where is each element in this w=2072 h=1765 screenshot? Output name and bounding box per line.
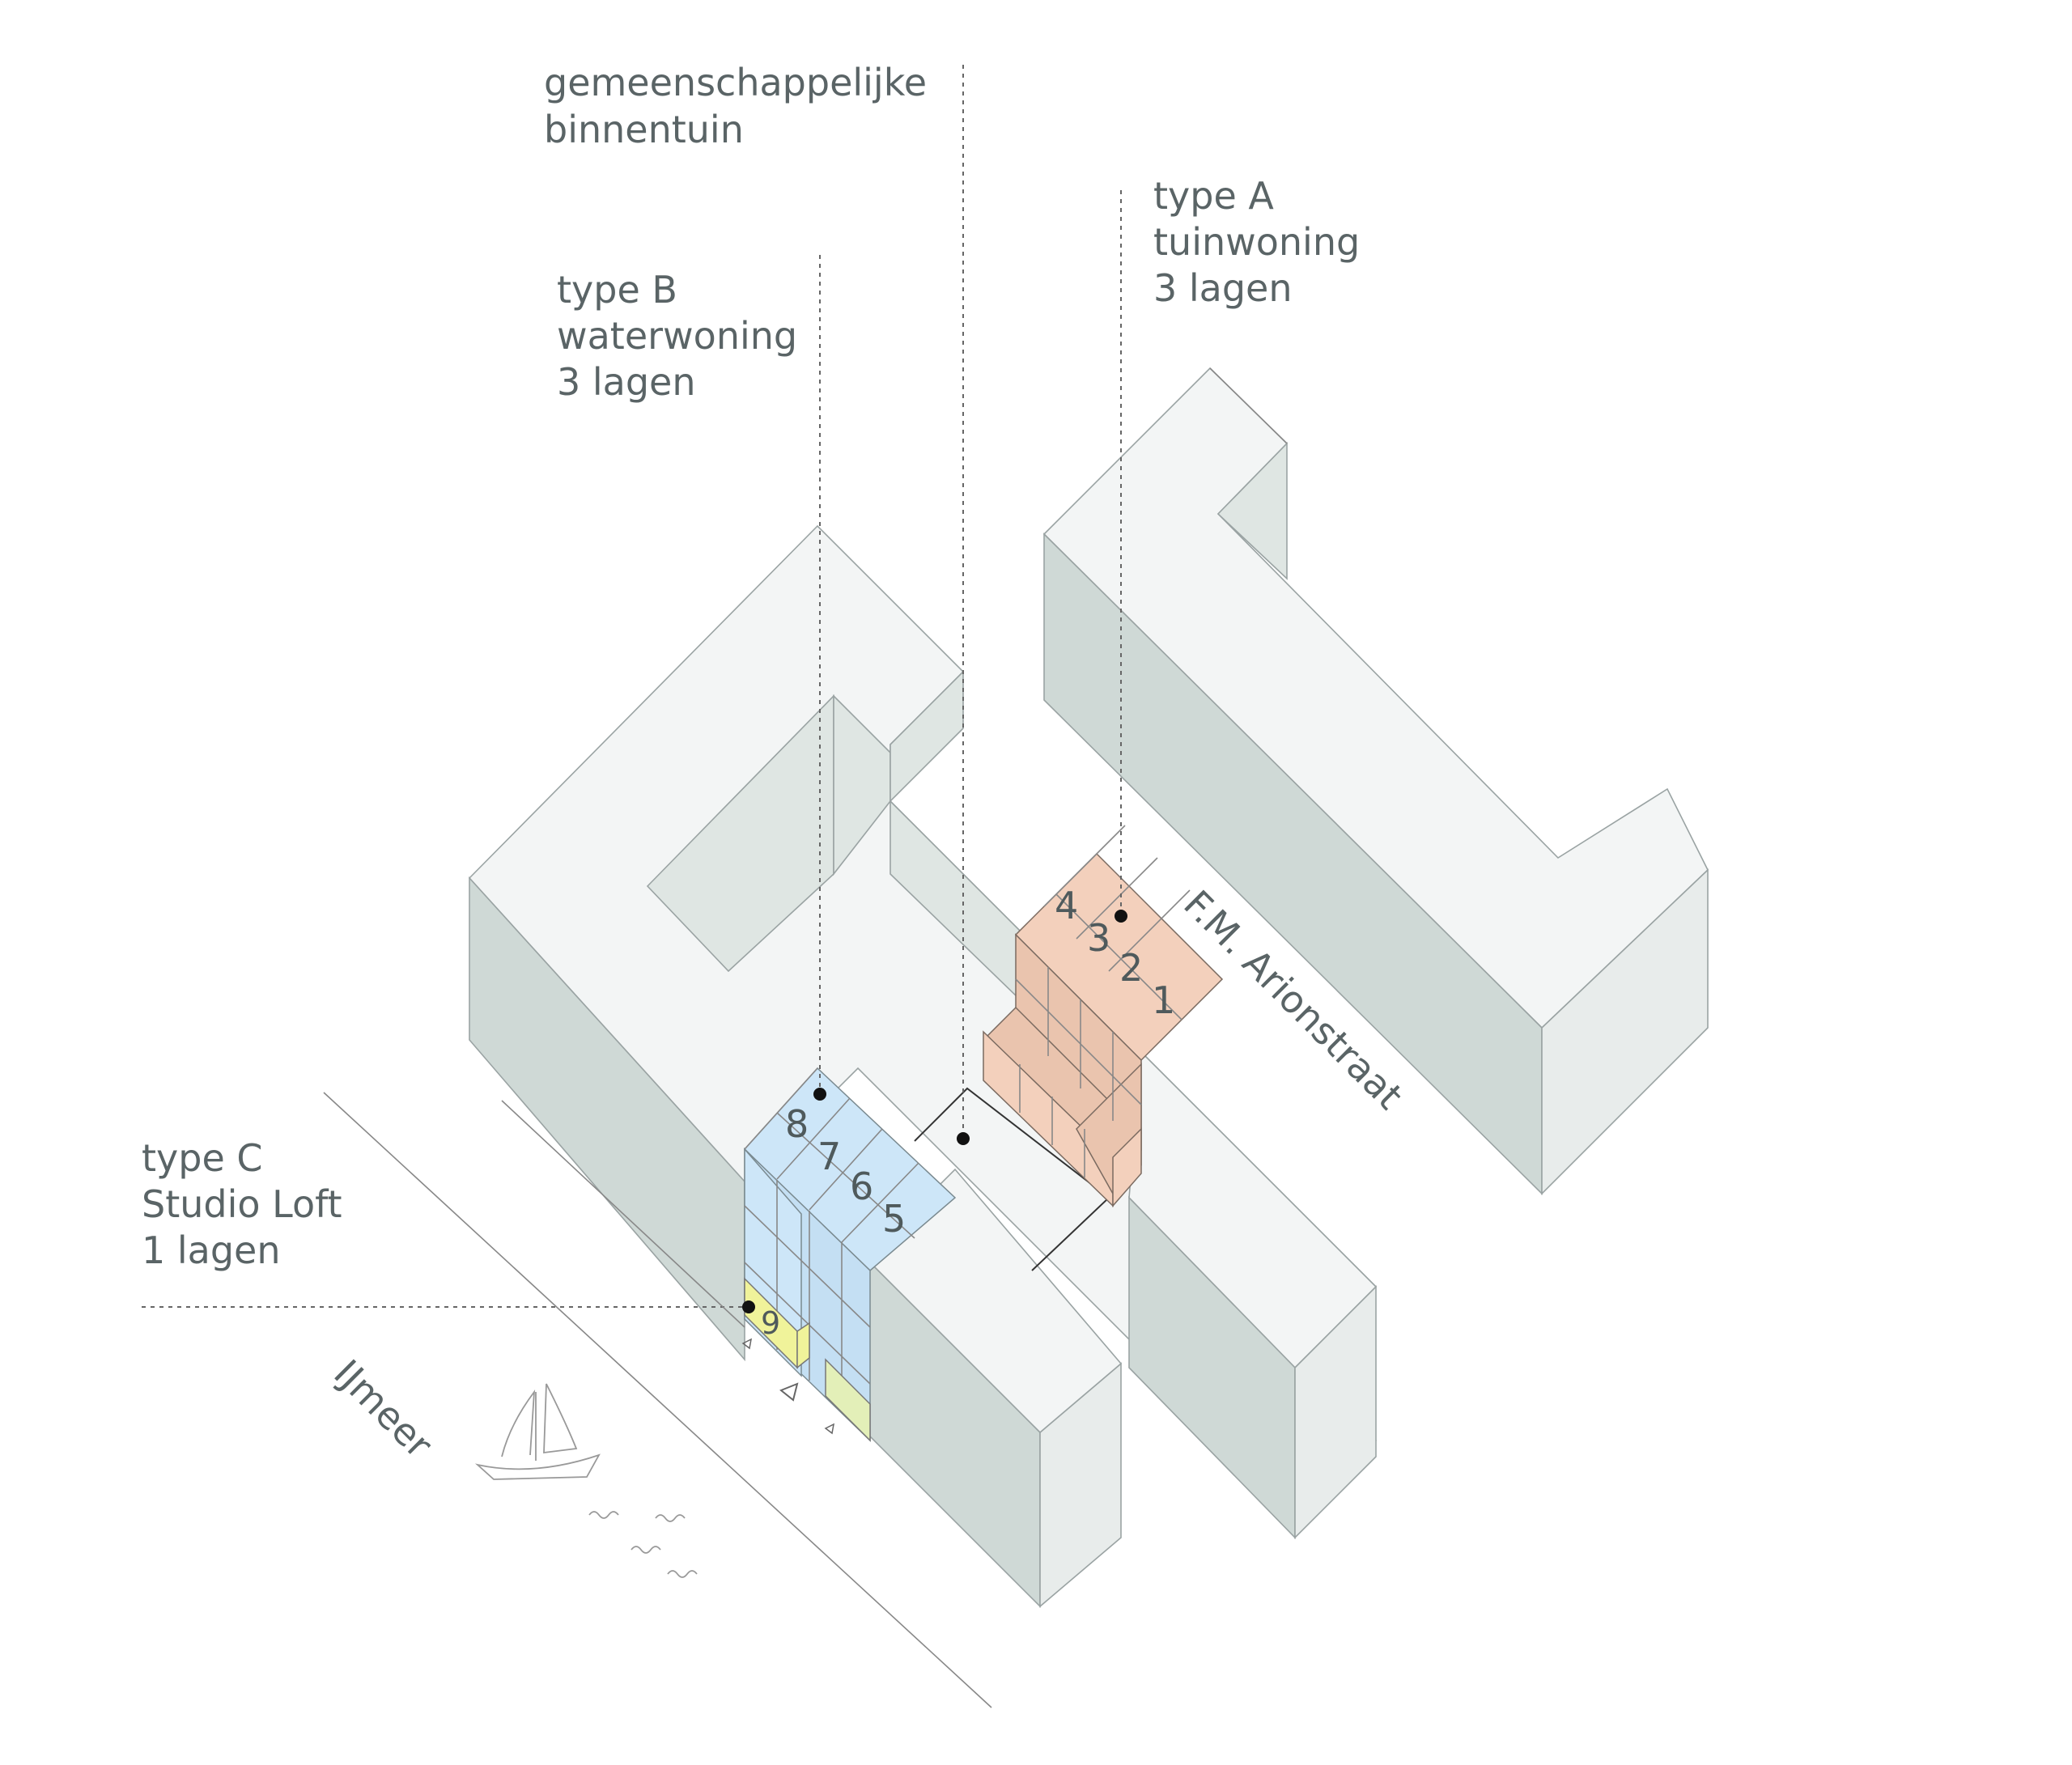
unit-number: 2 <box>1119 946 1143 990</box>
unit-number: 1 <box>1152 978 1175 1022</box>
label-type-c-line1: type C <box>142 1136 263 1180</box>
courtyard-outline <box>914 1087 1110 1271</box>
unit-number: 5 <box>882 1197 906 1241</box>
type-a-units <box>983 825 1224 1207</box>
building-right <box>1042 367 1709 1195</box>
label-type-a-line1: type A <box>1153 174 1274 218</box>
label-type-c-line2: Studio Loft <box>142 1182 342 1226</box>
label-type-c-line3: 1 lagen <box>142 1228 281 1272</box>
label-type-c: type C Studio Loft 1 lagen <box>142 1136 342 1272</box>
label-type-b-line2: waterwoning <box>557 314 797 358</box>
label-courtyard: gemeenschappelijke binnentuin <box>544 61 927 151</box>
leader-lines <box>142 65 1122 1308</box>
label-type-a-line3: 3 lagen <box>1153 266 1293 310</box>
unit-number: 8 <box>785 1102 809 1146</box>
sailboat-icon <box>474 1383 601 1480</box>
unit-number: 6 <box>850 1165 873 1208</box>
unit-number: 3 <box>1087 916 1110 960</box>
label-courtyard-line1: gemeenschappelijke <box>544 61 927 104</box>
unit-number: 9 <box>761 1305 780 1341</box>
entrance-arrow-icon <box>741 1338 835 1435</box>
leader-markers <box>742 910 1127 1313</box>
unit-numbers-type-b: 8 7 6 5 <box>785 1102 906 1241</box>
label-water: IJmeer <box>325 1351 441 1467</box>
unit-numbers-type-a: 4 3 2 1 <box>1055 884 1175 1022</box>
waterfront-lines <box>323 1092 992 1708</box>
label-type-b-line1: type B <box>557 268 677 312</box>
label-type-b: type B waterwoning 3 lagen <box>557 268 797 404</box>
label-type-a: type A tuinwoning 3 lagen <box>1153 174 1360 310</box>
water-waves-icon <box>588 1511 698 1578</box>
label-type-a-line2: tuinwoning <box>1153 220 1360 264</box>
label-type-b-line3: 3 lagen <box>557 360 696 404</box>
unit-number: 4 <box>1055 884 1078 927</box>
unit-number: 7 <box>817 1135 841 1178</box>
type-c-units <box>744 1277 871 1442</box>
label-courtyard-line2: binnentuin <box>544 108 744 151</box>
